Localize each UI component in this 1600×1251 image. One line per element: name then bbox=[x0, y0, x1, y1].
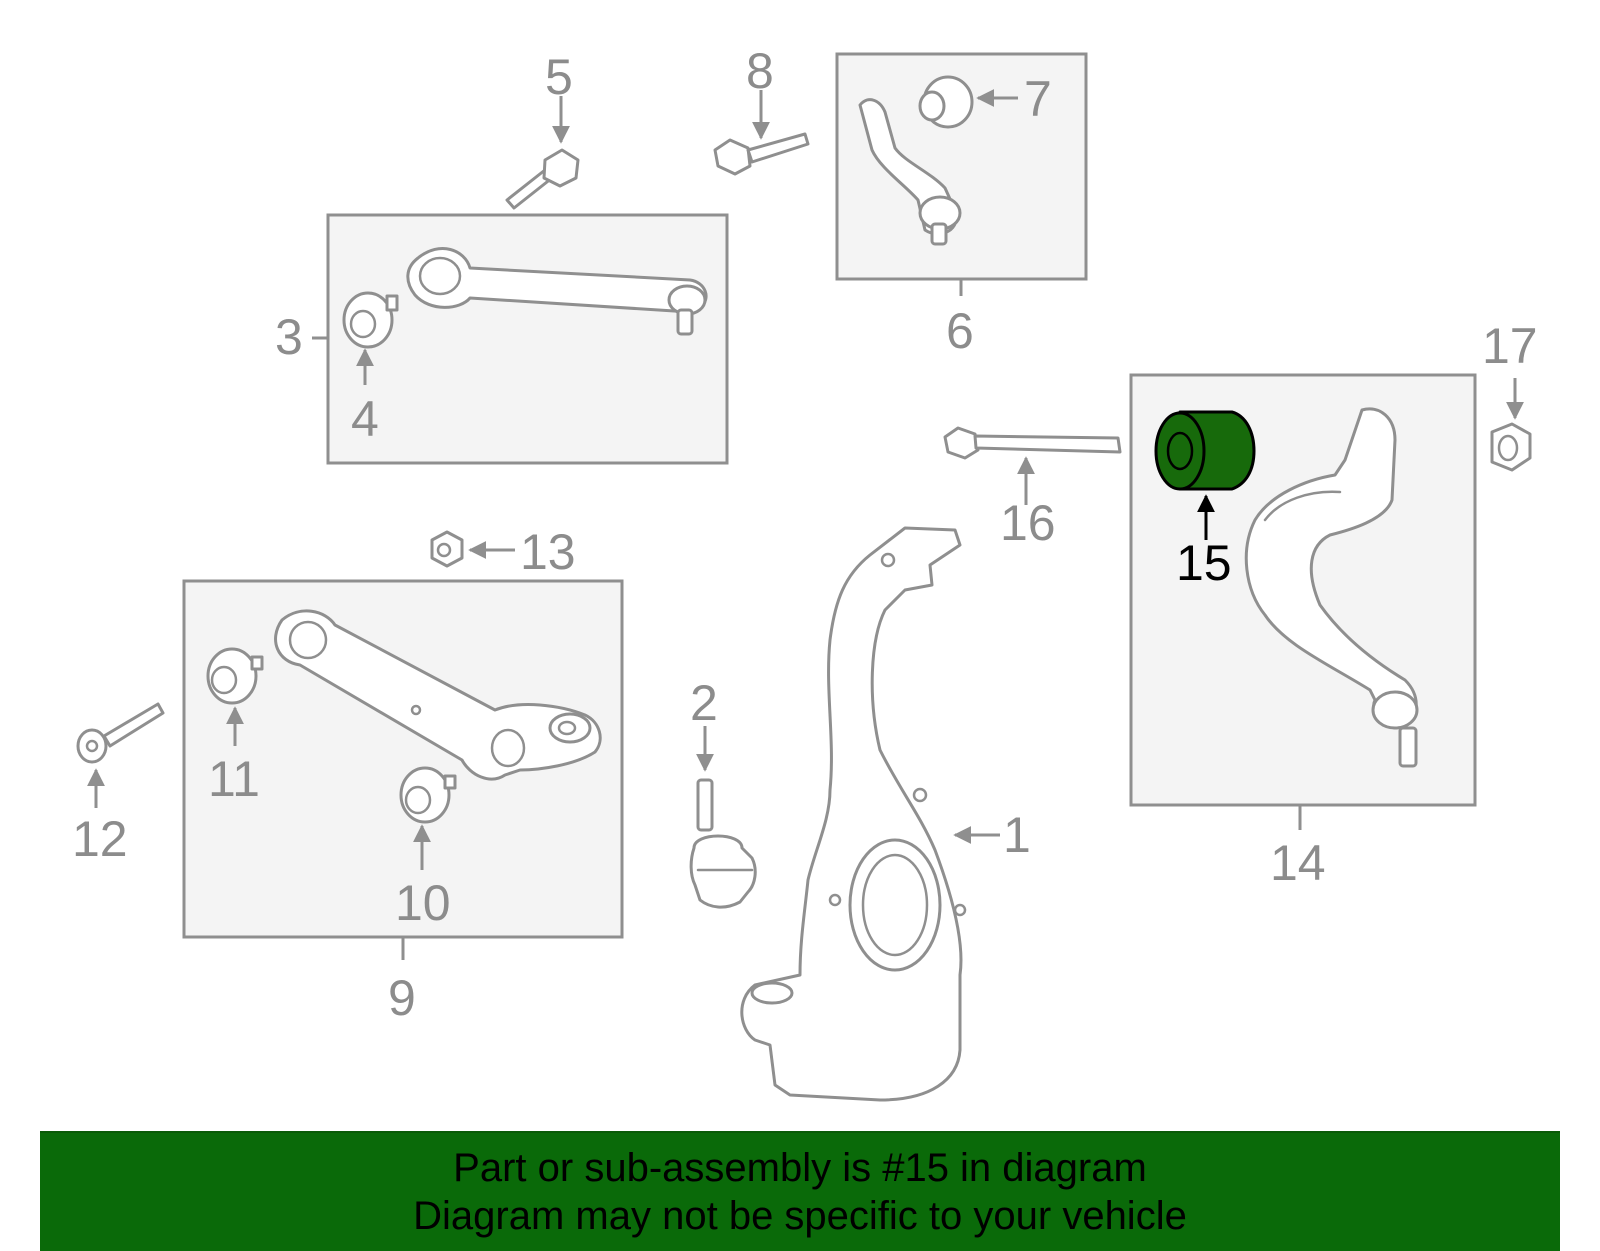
bolt-12-part bbox=[76, 702, 165, 764]
callout-13: 13 bbox=[520, 524, 576, 580]
callout-9: 9 bbox=[388, 970, 416, 1026]
notice-banner: Part or sub-assembly is #15 in diagram D… bbox=[40, 1131, 1560, 1251]
bushing-4-part bbox=[342, 291, 399, 349]
callout-8: 8 bbox=[746, 43, 774, 99]
callout-17: 17 bbox=[1482, 318, 1538, 374]
ball-joint-2-part bbox=[689, 778, 757, 909]
bolt-5-part bbox=[505, 148, 580, 210]
callout-1: 1 bbox=[1003, 807, 1031, 863]
steering-knuckle-1-part bbox=[740, 526, 967, 1102]
callout-4: 4 bbox=[351, 391, 379, 447]
callout-12: 12 bbox=[72, 811, 128, 867]
upper-front-link-part bbox=[406, 247, 708, 336]
callout-5: 5 bbox=[545, 49, 573, 105]
callout-3: 3 bbox=[275, 309, 303, 365]
callout-10: 10 bbox=[395, 875, 451, 931]
callout-7: 7 bbox=[1024, 71, 1052, 127]
bolt-8-part bbox=[713, 132, 810, 176]
notice-line-2: Diagram may not be specific to your vehi… bbox=[413, 1194, 1187, 1238]
bushing-10-part bbox=[399, 766, 457, 824]
notice-line-1: Part or sub-assembly is #15 in diagram bbox=[453, 1146, 1147, 1190]
callout-14: 14 bbox=[1270, 835, 1326, 891]
bolt-16-part bbox=[943, 426, 1122, 460]
callout-15[interactable]: 15 bbox=[1176, 535, 1232, 591]
bushing-11-part bbox=[206, 647, 264, 705]
callout-11: 11 bbox=[208, 751, 260, 807]
callout-6: 6 bbox=[946, 303, 974, 359]
callout-2: 2 bbox=[690, 675, 718, 731]
lower-rear-arm-part bbox=[1244, 407, 1419, 768]
callout-16: 16 bbox=[1000, 495, 1056, 551]
lower-front-arm-part bbox=[274, 609, 602, 781]
upper-rear-link-part bbox=[858, 98, 962, 246]
group-box-3 bbox=[312, 213, 729, 465]
nut-13-part bbox=[430, 530, 464, 568]
bushing-7-part bbox=[918, 75, 974, 129]
bushing-15-part[interactable] bbox=[1154, 410, 1256, 491]
nut-17-part bbox=[1490, 422, 1532, 472]
